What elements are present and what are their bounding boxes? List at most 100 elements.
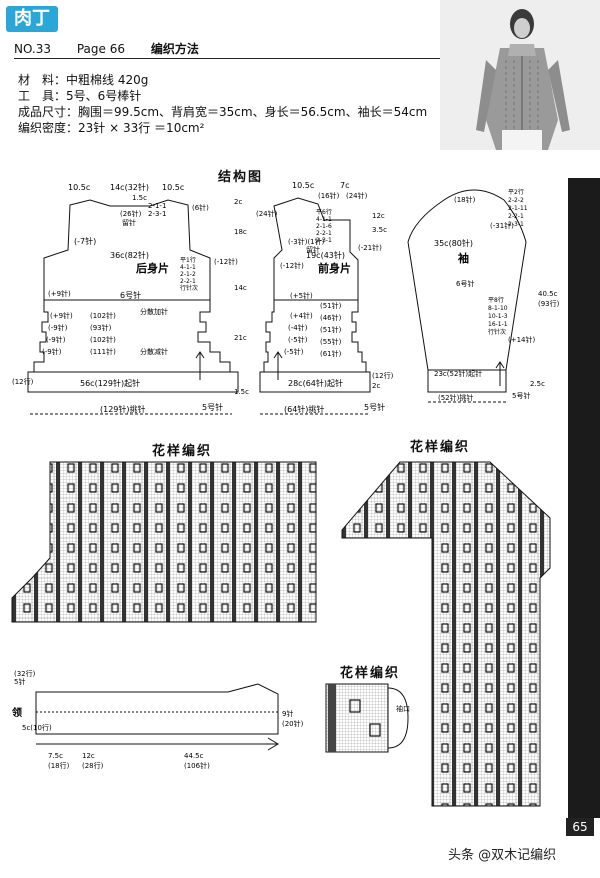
dim-label: 3.5c: [372, 226, 387, 234]
dim-label: (55针): [320, 337, 342, 346]
dim-label: 6号针: [120, 290, 141, 300]
dim-label: 4-1-1: [180, 264, 196, 271]
dim-label: 5针: [14, 677, 25, 686]
dim-label: 28c(64针)起针: [288, 378, 343, 388]
page-number: 65: [566, 818, 594, 836]
spec-label: 工 具：: [18, 89, 67, 103]
dim-label: (106针): [184, 761, 210, 770]
dim-label: 2c: [234, 198, 242, 206]
dim-label: 14c(32针): [110, 182, 149, 192]
dim-label: (-9针): [46, 335, 66, 344]
dim-label: 2-3-1: [148, 210, 166, 218]
dim-label: 19c(43针): [306, 250, 345, 260]
dim-label: 5号针: [364, 402, 385, 412]
structure-title: 结构图: [218, 170, 264, 185]
dim-label: 2-3-1: [508, 221, 524, 228]
dim-label: (+5针): [290, 291, 313, 300]
dim-label: (26针): [120, 209, 142, 218]
dim-label: (111针): [90, 347, 116, 356]
dim-label: (64针)挑针: [284, 404, 324, 414]
dim-label: 10.5c: [68, 183, 90, 192]
dim-label: 23c(52针)起针: [434, 369, 482, 378]
dim-label: 行针次: [488, 328, 506, 336]
dim-label: 56c(129针)起针: [80, 378, 140, 388]
back-outline: [43, 199, 211, 301]
sleeve-piece-label: 袖: [458, 251, 469, 265]
dim-label: (46针): [320, 313, 342, 322]
dim-label: (24针): [256, 209, 278, 218]
dim-label: 5c(10行): [22, 723, 52, 732]
dim-label: (+9针): [50, 311, 73, 320]
body-pattern-chart: [11, 461, 317, 623]
spec-value: 23针 × 33行 ＝10cm²: [78, 121, 205, 135]
dim-label: (20针): [282, 719, 304, 728]
dim-label: (-9针): [42, 347, 62, 356]
collar-diagram: 领 5针 (32行) 5c(10行) 7.5c (18行) 12c (28行) …: [12, 669, 304, 770]
spec-value: 中粗棉线 420g: [66, 73, 149, 87]
dim-label: (51针): [320, 325, 342, 334]
dim-label: 16-1-1: [488, 321, 508, 328]
dim-label: 分散减针: [140, 347, 168, 356]
dim-label: 2-2-1: [180, 278, 196, 285]
dim-label: (28行): [82, 761, 104, 770]
collar-label: 领: [12, 706, 22, 719]
pattern-chart-title: 花样编织: [340, 666, 401, 681]
dim-label: (+9针): [48, 289, 71, 298]
header-bar: NO.33 Page 66 编织方法: [14, 40, 440, 59]
collar-outline: [35, 683, 279, 735]
dim-label: (61针): [320, 349, 342, 358]
dim-label: 40.5c: [538, 290, 558, 298]
front-piece-diagram: 10.5c 7c (16针) (24针) (24针) 平6行 4-1-1 2-1…: [256, 181, 394, 415]
dim-label: (93行): [538, 299, 560, 308]
dim-label: 7c: [340, 181, 350, 190]
dim-label: 10.5c: [292, 181, 314, 190]
page-ref: Page 66: [76, 42, 125, 56]
spec-value: 5号、6号棒针: [66, 89, 142, 103]
dim-label: (+14针): [508, 335, 536, 344]
dim-label: (102针): [90, 335, 116, 344]
dim-label: 14c: [234, 284, 247, 292]
spec-label: 成品尺寸：: [18, 105, 79, 119]
spec-value: 胸围＝99.5cm、背肩宽＝35cm、身长＝56.5cm、袖长＝54cm: [78, 105, 428, 119]
dim-label: (-9针): [48, 323, 68, 332]
dim-label: (+4针): [290, 311, 313, 320]
back-rib: [27, 371, 239, 393]
dim-label: (-12针): [214, 257, 238, 266]
dim-label: (93针): [90, 323, 112, 332]
dim-label: (12行): [12, 377, 34, 386]
dim-label: 2-2-1: [508, 213, 524, 220]
dim-label: (-31针): [490, 221, 514, 230]
dim-label: (-12针): [280, 261, 304, 270]
dim-label: (52针)挑针: [438, 393, 473, 402]
dim-label: (18行): [48, 761, 70, 770]
back-piece-label: 后身片: [136, 261, 169, 275]
dim-label: (-5针): [284, 347, 304, 356]
sleeve-cuff: [427, 369, 507, 393]
dim-label: 2-1-1: [148, 202, 166, 210]
dim-label: 6号针: [456, 279, 474, 288]
watermark: 头条 @双木记编织: [448, 848, 557, 863]
dim-label: 留针: [306, 245, 320, 254]
dim-label: 12c: [372, 212, 385, 220]
spec-label: 材 料：: [18, 73, 67, 87]
dim-label: (32行): [14, 669, 36, 678]
dim-label: 平1行: [180, 256, 196, 264]
dim-label: 留针: [122, 218, 136, 227]
dim-label: 平8行: [488, 296, 504, 304]
header-title: 编织方法: [150, 42, 199, 56]
dim-label: 7.5c: [48, 752, 63, 760]
dim-label: 2-1-11: [508, 205, 528, 212]
dim-label: 2-1-6: [316, 223, 332, 230]
dim-label: (-21针): [358, 243, 382, 252]
dim-label: 9针: [282, 709, 293, 718]
dim-label: 2-2-2: [508, 197, 524, 204]
dim-label: (12行): [372, 371, 394, 380]
dim-label: 8-1-10: [488, 305, 508, 312]
front-outline: [273, 197, 359, 301]
model-photo: [440, 0, 600, 150]
dim-label: (18针): [454, 195, 476, 204]
sleeve-diagram: (18针) 平2行 2-2-2 2-1-11 2-2-1 2-3-1 (-31针…: [407, 188, 560, 403]
dim-label: 36c(82针): [110, 250, 149, 260]
dim-label: 5号针: [512, 391, 530, 400]
dim-label: (51针): [320, 301, 342, 310]
